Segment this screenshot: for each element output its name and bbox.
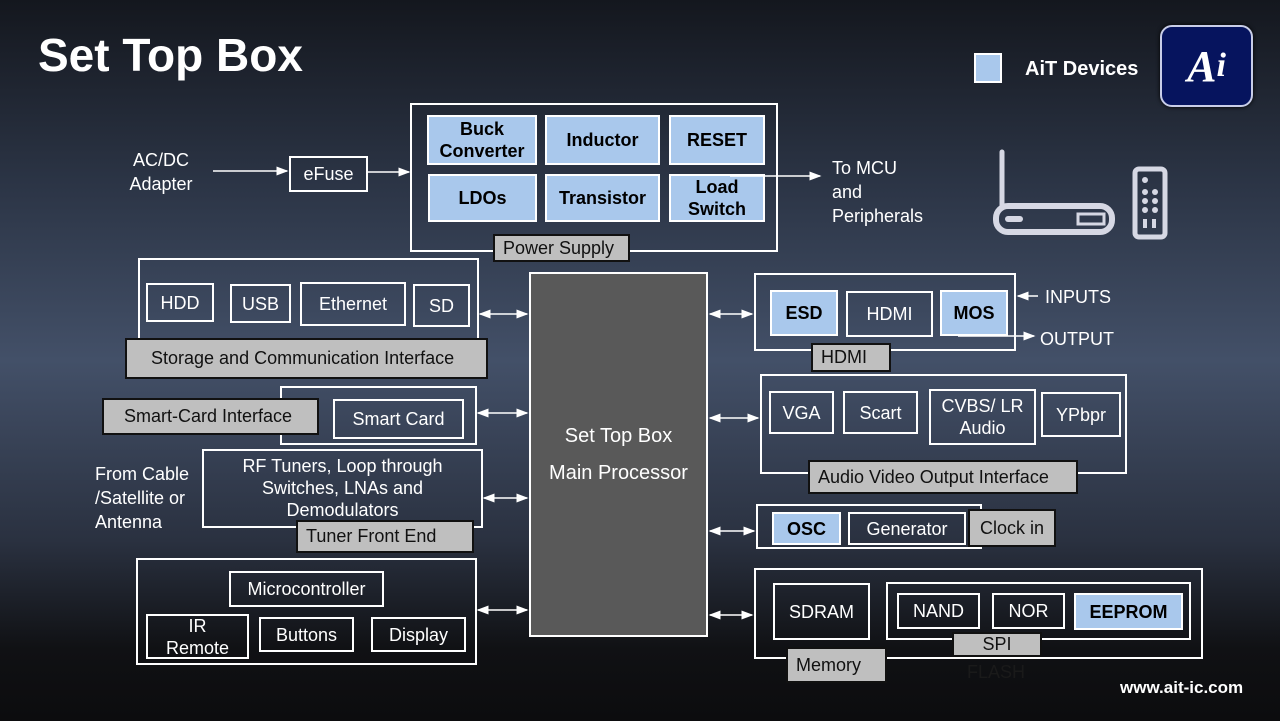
display-box: Display [371,617,466,652]
sdram-box: SDRAM [773,583,870,640]
scart-box: Scart [843,391,918,434]
to-mcu-text: To MCU and Peripherals [832,158,924,226]
legend-label: AiT Devices [1025,58,1139,80]
memory-label: Memory [786,647,887,683]
spi-label: SPI [952,632,1042,657]
load-switch-box: Load Switch [669,174,765,222]
ldos-box: LDOs [428,174,537,222]
tuner-front-end-label: Tuner Front End [296,520,474,553]
vga-box: VGA [769,391,834,434]
hdmi-box: HDMI [846,291,933,337]
buttons-box: Buttons [259,617,354,652]
page-title: Set Top Box [38,29,303,81]
website-link[interactable]: www.ait-ic.com [1120,678,1244,697]
smart-card-interface-label: Smart-Card Interface [102,398,319,435]
clock-in-label: Clock in [968,509,1056,547]
legend-swatch [974,53,1002,83]
usb-box: USB [230,284,291,323]
microcontroller-box: Microcontroller [229,571,384,607]
hdd-box: HDD [146,283,214,322]
processor-line2: Main Processor [549,461,688,484]
flash-text: FLASH [967,662,1026,682]
processor-line1: Set Top Box [564,424,673,447]
reset-box: RESET [669,115,765,165]
transistor-box: Transistor [545,174,660,222]
ypbpr-box: YPbpr [1041,392,1121,437]
cvbs-audio-box: CVBS/ LR Audio [929,389,1036,445]
mcu-group [136,558,477,665]
ac-dc-adapter-text: AC/DC Adapter [129,150,193,194]
buck-converter-box: Buck Converter [427,115,537,165]
inductor-box: Inductor [545,115,660,165]
ethernet-box: Ethernet [300,282,406,326]
output-text: OUTPUT [1040,329,1114,349]
eeprom-box: EEPROM [1074,593,1183,630]
main-processor-block: Set Top Box Main Processor [529,272,708,637]
esd-box: ESD [770,290,838,336]
ir-remote-box: IR Remote [146,614,249,659]
mos-box: MOS [940,290,1008,336]
smart-card-box: Smart Card [333,399,464,439]
set-top-box-router-icon [993,149,1115,235]
power-supply-label: Power Supply [493,234,630,262]
nor-box: NOR [992,593,1065,629]
hdmi-label: HDMI [811,343,891,372]
remote-control-icon [1132,166,1168,240]
sd-box: SD [413,284,470,327]
nand-box: NAND [897,593,980,629]
inputs-text: INPUTS [1045,287,1112,307]
osc-box: OSC [772,512,841,545]
storage-label: Storage and Communication Interface [125,338,488,379]
generator-box: Generator [848,512,966,545]
memory-group [754,568,1203,659]
efuse-box: eFuse [289,156,368,192]
av-output-label: Audio Video Output Interface [808,460,1078,494]
signal-source-text: From Cable /Satellite or Antenna [95,464,190,532]
